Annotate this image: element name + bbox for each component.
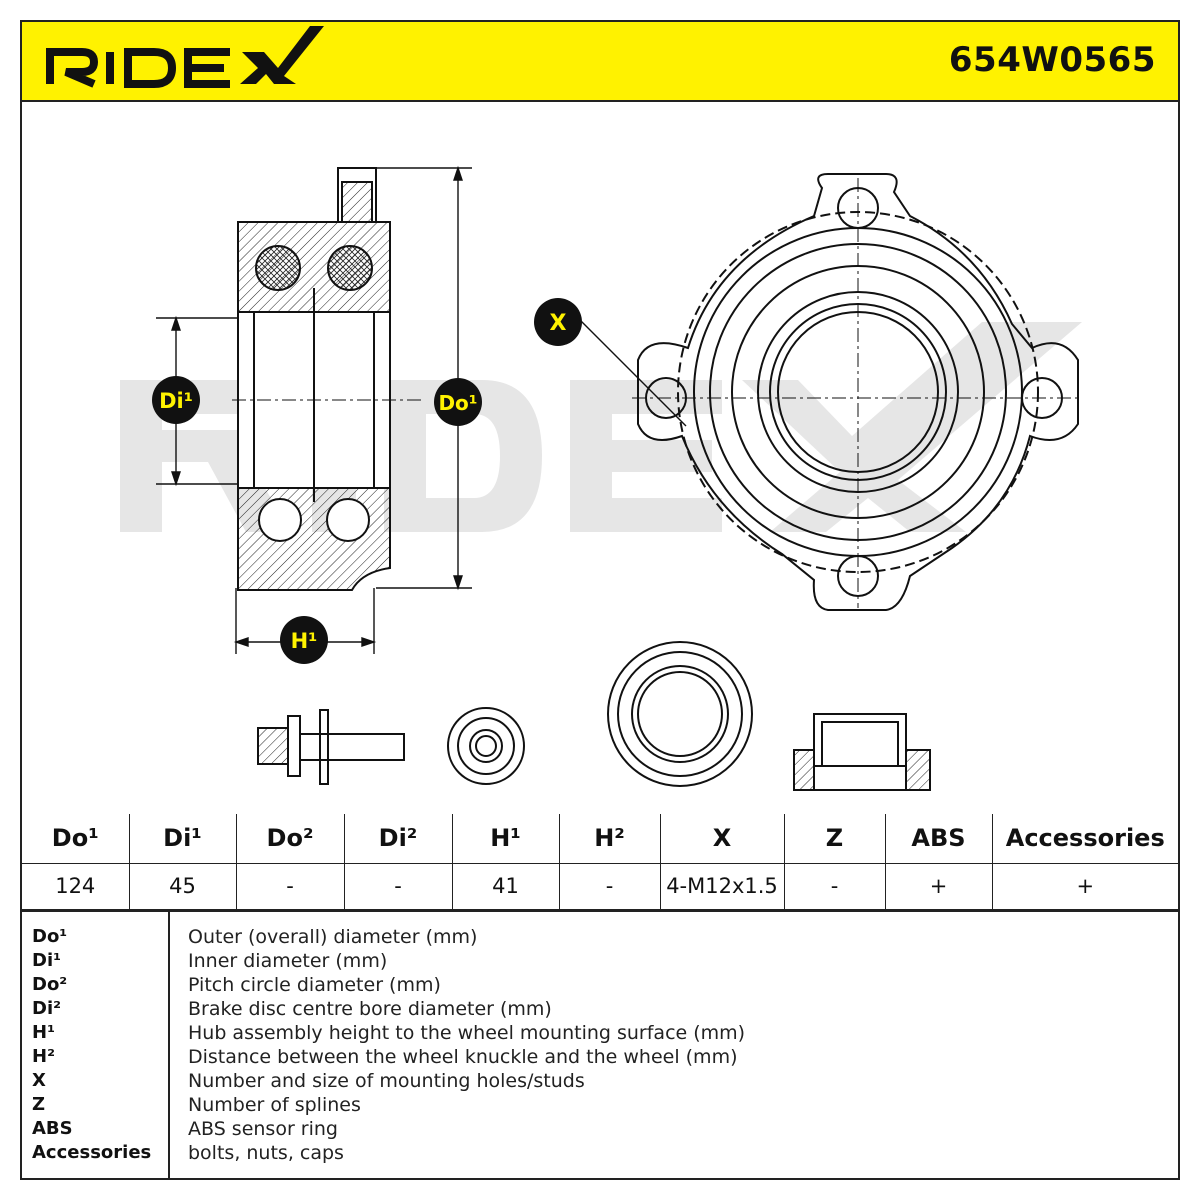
spec-header-accessories: Accessories [991, 814, 1178, 864]
nut-front-view [607, 641, 753, 787]
spec-value-accessories: + [991, 862, 1178, 910]
legend-key: H¹ [32, 1022, 55, 1043]
spec-header-row: Do¹ Di¹ Do² Di² H¹ H² X Z ABS Accessorie… [22, 814, 1178, 864]
spec-table: Do¹ Di¹ Do² Di² H¹ H² X Z ABS Accessorie… [22, 814, 1178, 910]
legend-row: Do² Pitch circle diameter (mm) [22, 974, 1178, 998]
legend-desc: Outer (overall) diameter (mm) [188, 926, 478, 948]
legend-key: Do¹ [32, 926, 68, 947]
hub-front-view [632, 173, 1082, 611]
legend: Do¹ Outer (overall) diameter (mm) Di¹ In… [22, 910, 1178, 1180]
legend-key: H² [32, 1046, 55, 1067]
bolt-end-view [447, 707, 525, 785]
legend-row: Do¹ Outer (overall) diameter (mm) [22, 926, 1178, 950]
callout-x: X [534, 298, 582, 346]
legend-key: Do² [32, 974, 68, 995]
legend-desc: Pitch circle diameter (mm) [188, 974, 441, 996]
legend-key: Di¹ [32, 950, 61, 971]
legend-row: Z Number of splines [22, 1094, 1178, 1118]
callout-x-leader [579, 319, 687, 427]
spec-value-di1: 45 [128, 862, 237, 910]
bolt-side-view [257, 709, 405, 785]
spec-header-di1: Di¹ [128, 814, 237, 864]
header-bar: 654W0565 [22, 22, 1178, 102]
callout-di1-label: Di¹ [159, 389, 193, 413]
spec-header-h2: H² [558, 814, 661, 864]
callout-x-label: X [550, 311, 567, 336]
brand-logo [46, 26, 324, 88]
bearing-section-view [232, 167, 422, 591]
dimension-lines [156, 165, 472, 654]
callout-di1: Di¹ [152, 376, 200, 424]
spec-value-z: - [783, 862, 886, 910]
legend-key: ABS [32, 1118, 73, 1139]
spec-header-h1: H¹ [451, 814, 560, 864]
spec-header-do2: Do² [235, 814, 345, 864]
spec-value-h1: 41 [451, 862, 560, 910]
legend-desc: Brake disc centre bore diameter (mm) [188, 998, 552, 1020]
legend-key: Accessories [32, 1142, 152, 1163]
legend-desc: ABS sensor ring [188, 1118, 338, 1140]
legend-row: ABS ABS sensor ring [22, 1118, 1178, 1142]
legend-row: X Number and size of mounting holes/stud… [22, 1070, 1178, 1094]
spec-header-abs: ABS [884, 814, 993, 864]
callout-do1-label: Do¹ [438, 391, 477, 415]
legend-desc: bolts, nuts, caps [188, 1142, 344, 1164]
legend-key: Z [32, 1094, 46, 1115]
spec-header-do1: Do¹ [22, 814, 130, 864]
legend-desc: Number of splines [188, 1094, 361, 1116]
legend-divider [168, 912, 170, 1180]
spec-header-z: Z [783, 814, 886, 864]
legend-key: X [32, 1070, 46, 1091]
legend-row: H² Distance between the wheel knuckle an… [22, 1046, 1178, 1070]
spec-header-x: X [659, 814, 785, 864]
legend-key: Di² [32, 998, 61, 1019]
spec-value-x: 4-M12x1.5 [659, 862, 785, 910]
callout-h1-label: H¹ [291, 629, 318, 653]
callout-do1: Do¹ [434, 378, 482, 426]
legend-desc: Distance between the wheel knuckle and t… [188, 1046, 738, 1068]
legend-row: Di¹ Inner diameter (mm) [22, 950, 1178, 974]
callout-h1: H¹ [280, 616, 328, 664]
spec-value-do1: 124 [22, 862, 130, 910]
legend-row: Accessories bolts, nuts, caps [22, 1142, 1178, 1166]
spec-value-h2: - [558, 862, 661, 910]
spec-value-abs: + [884, 862, 993, 910]
legend-row: Di² Brake disc centre bore diameter (mm) [22, 998, 1178, 1022]
legend-desc: Number and size of mounting holes/studs [188, 1070, 585, 1092]
legend-desc: Hub assembly height to the wheel mountin… [188, 1022, 746, 1044]
legend-row: H¹ Hub assembly height to the wheel moun… [22, 1022, 1178, 1046]
legend-desc: Inner diameter (mm) [188, 950, 388, 972]
cap-side-view [793, 713, 931, 791]
product-sheet: 654W0565 [20, 20, 1180, 1180]
spec-header-di2: Di² [343, 814, 453, 864]
part-number: 654W0565 [948, 40, 1156, 80]
technical-drawing: Di¹ Do¹ H¹ X [120, 165, 1082, 791]
spec-value-di2: - [343, 862, 453, 910]
spec-value-row: 124 45 - - 41 - 4-M12x1.5 - + + [22, 862, 1178, 910]
spec-value-do2: - [235, 862, 345, 910]
